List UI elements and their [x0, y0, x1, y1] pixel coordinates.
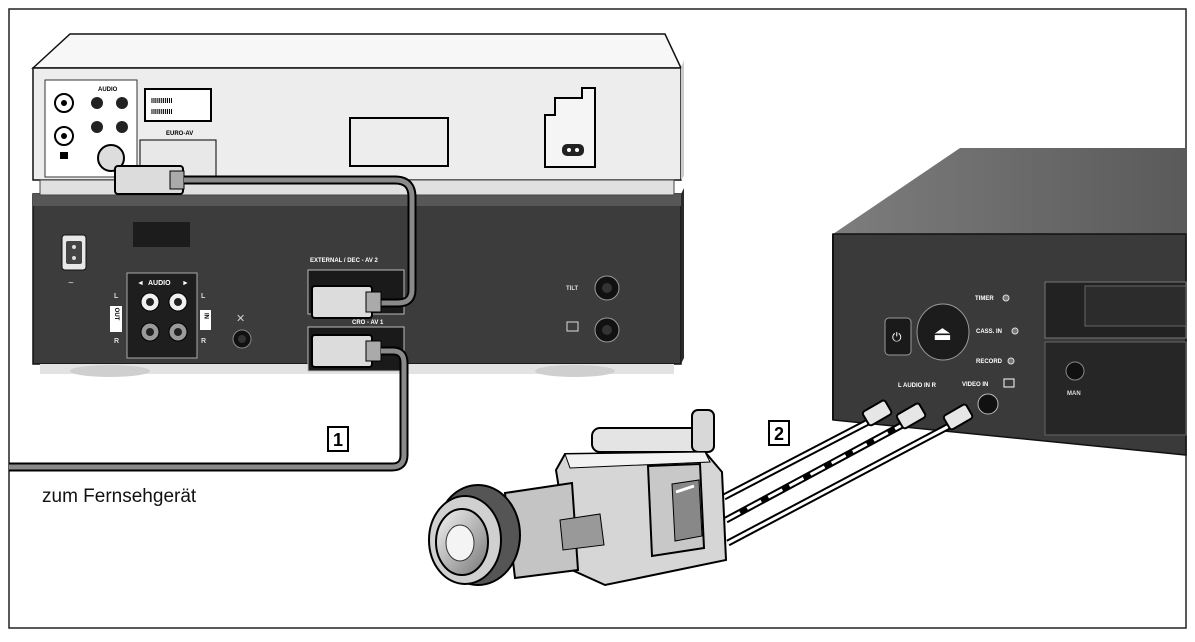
svg-text:✕: ✕	[236, 313, 245, 325]
audio-panel-label: AUDIO	[148, 280, 171, 287]
scart-lower-label: CRO - AV 1	[352, 320, 384, 326]
audio-in-label: L AUDIO IN R	[898, 383, 937, 389]
svg-text:IIIIIIIIIII: IIIIIIIIIII	[151, 109, 172, 116]
tv-caption: zum Fernsehgerät	[42, 486, 197, 507]
man-label: MAN	[1067, 391, 1081, 397]
euro-av-label: EURO-AV	[166, 131, 193, 137]
svg-text:~: ~	[68, 278, 74, 289]
svg-text:◄: ◄	[137, 280, 144, 287]
record-label: RECORD	[976, 359, 1003, 365]
top-audio-label: AUDIO	[98, 87, 118, 93]
cass-in-label: CASS. IN	[976, 329, 1002, 335]
svg-text:IIIIIIIIIII: IIIIIIIIIII	[151, 98, 172, 105]
callout-2: 2	[774, 424, 784, 444]
timer-label: TIMER	[975, 296, 994, 302]
in-label: IN	[203, 313, 209, 319]
tilt-label: TILT	[566, 286, 579, 292]
video-in-label: VIDEO IN	[962, 382, 988, 388]
callout-1: 1	[333, 430, 343, 450]
svg-text:►: ►	[182, 280, 189, 287]
out-label: OUT	[113, 308, 119, 321]
scart-upper-label: EXTERNAL / DEC - AV 2	[310, 258, 379, 264]
svg-text:⏏: ⏏	[933, 323, 952, 345]
out-left-label: L	[114, 293, 119, 300]
svg-text:⏻: ⏻	[892, 330, 902, 344]
out-right-label: R	[114, 338, 119, 345]
in-right-label: R	[201, 338, 206, 345]
in-left-label: L	[201, 293, 206, 300]
